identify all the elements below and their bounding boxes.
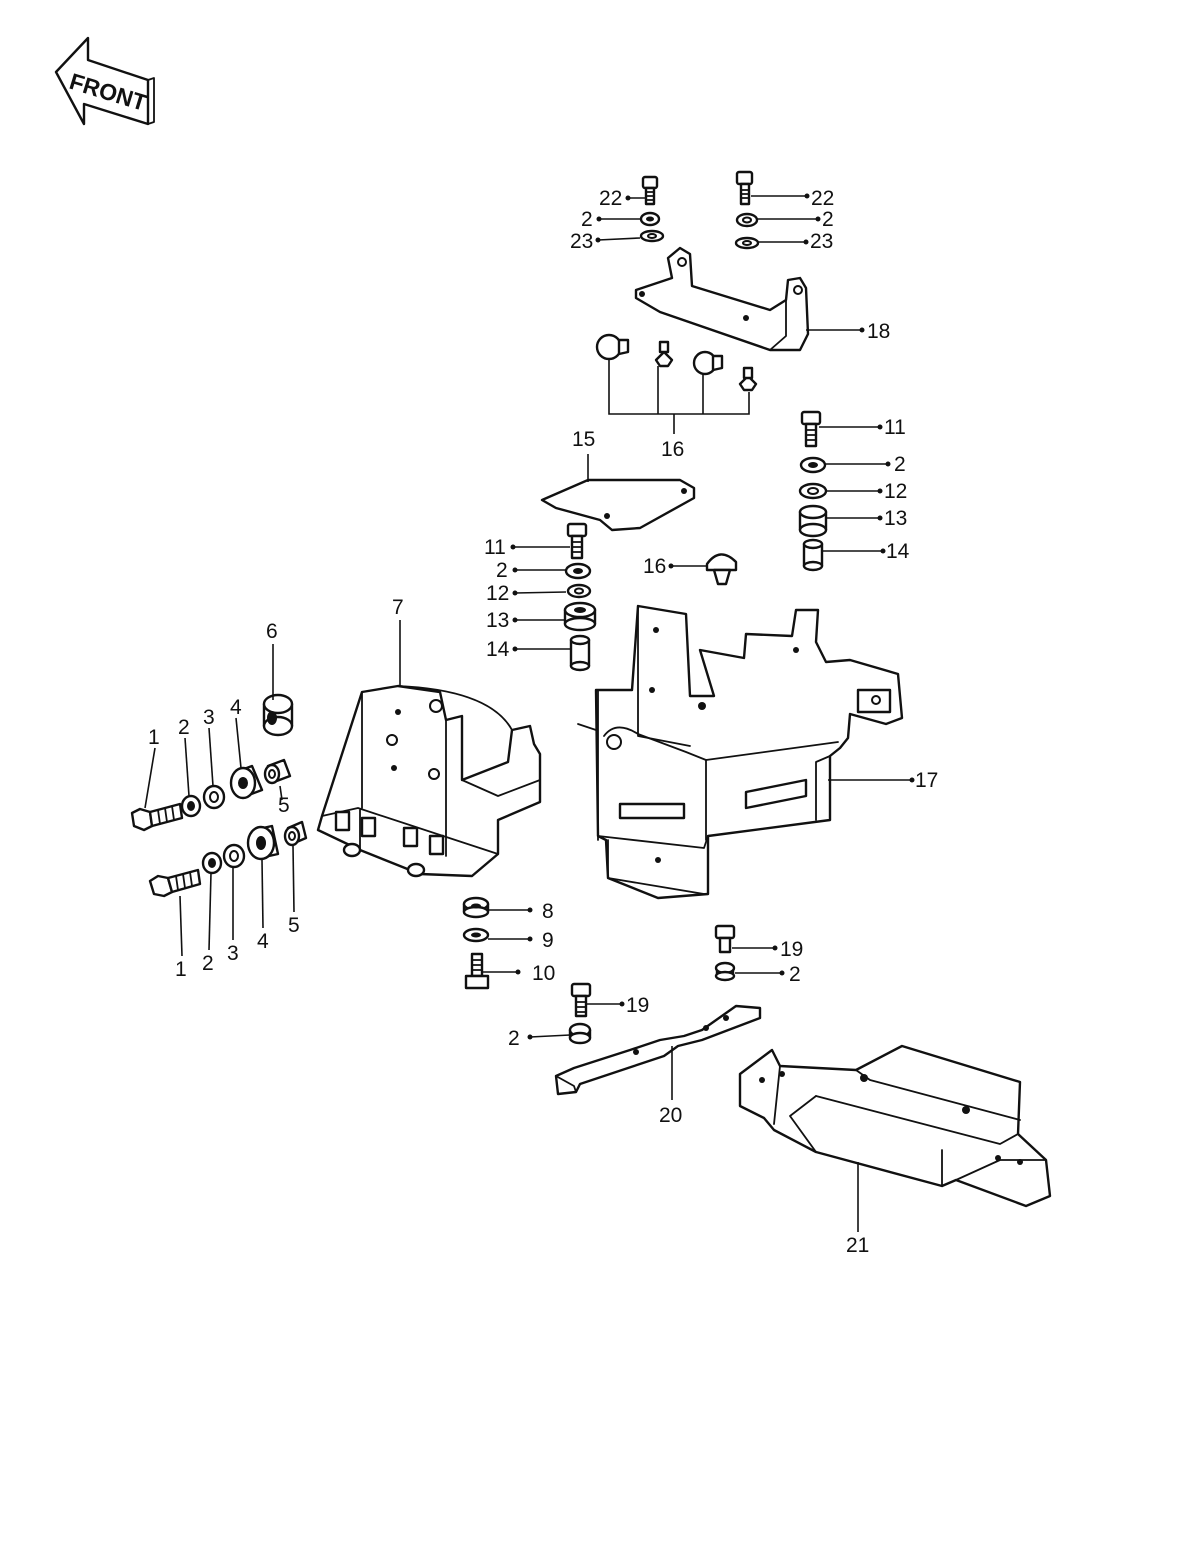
bracket-20 — [554, 1004, 762, 1096]
grommet-6 — [262, 693, 294, 737]
callout-13: 13 — [486, 609, 509, 632]
leader-lines — [144, 193, 915, 1232]
callout-10: 10 — [532, 962, 555, 985]
callout-23: 23 — [810, 230, 833, 253]
callout-2: 2 — [581, 208, 593, 231]
callout-1: 1 — [175, 958, 187, 981]
callout-19: 19 — [780, 938, 803, 961]
bolt-10 — [464, 952, 490, 990]
callout-2: 2 — [496, 559, 508, 582]
front-arrow-badge: FRONT — [54, 36, 155, 126]
callout-20: 20 — [659, 1104, 682, 1127]
callout-5: 5 — [288, 914, 300, 937]
callout-16: 16 — [643, 555, 666, 578]
callout-11: 11 — [484, 536, 506, 559]
callout-9: 9 — [542, 929, 554, 952]
callout-18: 18 — [867, 320, 890, 343]
callout-4: 4 — [257, 930, 269, 953]
callout-12: 12 — [884, 480, 907, 503]
callout-3: 3 — [203, 706, 215, 729]
callout-12: 12 — [486, 582, 509, 605]
callout-13: 13 — [884, 507, 907, 530]
callout-8: 8 — [542, 900, 554, 923]
bolt-22-left-stack — [639, 175, 665, 243]
callout-14: 14 — [886, 540, 910, 563]
callout-4: 4 — [230, 696, 242, 719]
callout-6: 6 — [266, 620, 278, 643]
callout-7: 7 — [392, 596, 404, 619]
bolt-11-center-stack — [563, 522, 597, 672]
clips-16-set — [595, 333, 758, 392]
callout-16: 16 — [661, 438, 684, 461]
callout-2: 2 — [202, 952, 214, 975]
mount-row-lower — [148, 820, 308, 898]
grommet-8 — [462, 896, 490, 919]
callout-2: 2 — [178, 716, 190, 739]
bolt-19-left-stack — [568, 982, 592, 1045]
callout-2: 2 — [894, 453, 906, 476]
callout-2: 2 — [789, 963, 801, 986]
bracket-7 — [316, 684, 542, 878]
callout-2: 2 — [508, 1027, 520, 1050]
callout-19: 19 — [626, 994, 649, 1017]
plate-15 — [540, 478, 696, 532]
callout-5: 5 — [278, 794, 290, 817]
cover-21 — [738, 1044, 1052, 1208]
callout-11: 11 — [884, 416, 906, 439]
callout-1: 1 — [148, 726, 160, 749]
clip-16-single — [705, 553, 738, 586]
bracket-18 — [634, 246, 810, 352]
bolt-11-right-stack — [798, 410, 828, 572]
callout-17: 17 — [915, 769, 938, 792]
callout-22: 22 — [599, 187, 622, 210]
callout-22: 22 — [811, 187, 834, 210]
callout-23: 23 — [570, 230, 593, 253]
callout-labels: 22 2 23 22 2 23 18 16 15 11 2 12 13 14 1… — [148, 187, 938, 1257]
callout-3: 3 — [227, 942, 239, 965]
bolt-22-right-stack — [734, 170, 760, 250]
callout-21: 21 — [846, 1234, 869, 1257]
callout-15: 15 — [572, 428, 595, 451]
callout-14: 14 — [486, 638, 510, 661]
battery-case-17 — [577, 604, 904, 900]
callout-2: 2 — [822, 208, 834, 231]
washer-9 — [462, 927, 490, 943]
bolt-19-right-stack — [714, 924, 736, 982]
mount-row-upper — [130, 758, 292, 832]
